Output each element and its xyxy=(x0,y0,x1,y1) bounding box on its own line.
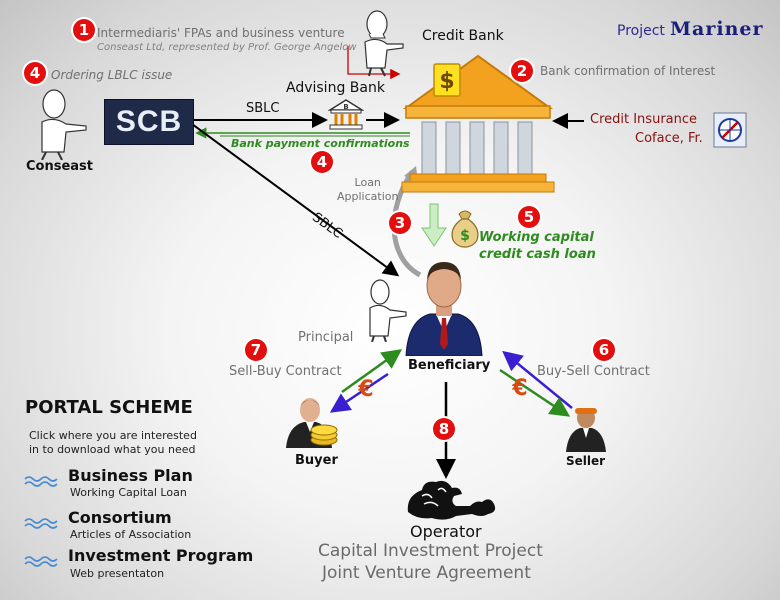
wave-link-icon xyxy=(24,518,58,529)
business-plan-title: Business Plan xyxy=(68,466,193,485)
intermediary-arrow xyxy=(347,46,401,80)
credit-insurance-line1: Credit Insurance xyxy=(590,112,698,127)
operator-project-line2: Joint Venture Agreement xyxy=(322,563,531,583)
project-name: Mariner xyxy=(670,18,764,40)
portal-intro-1: Click where you are interested xyxy=(29,429,197,442)
buyer-label: Buyer xyxy=(295,453,338,468)
consortium-link[interactable]: Consortium Articles of Association xyxy=(24,508,224,544)
consortium-sub: Articles of Association xyxy=(70,528,192,541)
step-badge-1: 1 xyxy=(73,19,95,41)
pointing-man-icon xyxy=(369,279,407,342)
step5-label-2: credit cash loan xyxy=(479,247,596,262)
working-capital-arrow xyxy=(421,203,447,247)
portal-title: PORTAL SCHEME xyxy=(25,397,193,418)
wave-link-icon xyxy=(24,556,58,567)
operator-project-line1: Capital Investment Project xyxy=(318,541,543,561)
euro-icon: € xyxy=(357,377,373,401)
money-bag-icon: $ xyxy=(451,210,479,248)
svg-text:$: $ xyxy=(439,69,454,94)
svg-text:€: € xyxy=(357,377,373,401)
step1-subtitle: Conseast Ltd, represented by Prof. Georg… xyxy=(97,42,357,53)
investment-program-link[interactable]: Investment Program Web presentaton xyxy=(24,546,264,582)
operator-label: Operator xyxy=(410,522,482,541)
step4a-label: Ordering LBLC issue xyxy=(51,68,173,82)
consortium-title: Consortium xyxy=(68,508,172,527)
portal-intro-2: in to download what you need xyxy=(29,443,196,456)
coface-logo-icon[interactable] xyxy=(713,112,747,148)
pointing-man-icon xyxy=(364,10,404,77)
business-plan-sub: Working Capital Loan xyxy=(70,486,187,499)
beneficiary-label: Beneficiary xyxy=(408,358,491,373)
pointing-man-icon xyxy=(41,89,87,160)
beneficiary-portrait[interactable] xyxy=(402,254,486,356)
svg-text:$: $ xyxy=(460,228,470,244)
seller-green-arrow xyxy=(499,368,571,417)
investment-program-sub: Web presentaton xyxy=(70,567,165,580)
lion-logo-icon[interactable] xyxy=(402,476,502,522)
credit-bank-label: Credit Bank xyxy=(422,28,504,44)
buyer-green-arrow xyxy=(341,349,403,394)
seller-label: Seller xyxy=(566,454,606,468)
coins-icon xyxy=(310,424,338,446)
project-title: Project Mariner xyxy=(617,18,763,40)
bank-building-icon[interactable]: B xyxy=(328,98,364,130)
euro-icon: € xyxy=(511,376,527,400)
step-badge-3: 3 xyxy=(389,212,411,234)
step7-label: Sell-Buy Contract xyxy=(229,364,342,379)
dollar-icon: $ xyxy=(433,63,461,97)
seller-icon[interactable] xyxy=(564,402,608,452)
step2-label: Bank confirmation of Interest xyxy=(540,64,716,78)
svg-text:€: € xyxy=(511,376,527,400)
bank-building-icon[interactable]: $ xyxy=(398,46,558,196)
project-label: Project xyxy=(617,23,665,39)
step-badge-5: 5 xyxy=(518,206,540,228)
business-plan-link[interactable]: Business Plan Working Capital Loan xyxy=(24,466,224,502)
buyer-icon[interactable] xyxy=(282,392,342,450)
scb-label: SCB xyxy=(115,105,183,138)
advising-bank-label: Advising Bank xyxy=(286,80,385,96)
investment-program-title: Investment Program xyxy=(68,546,254,565)
step-badge-6: 6 xyxy=(593,339,615,361)
step-badge-7: 7 xyxy=(245,339,267,361)
step-badge-2: 2 xyxy=(511,60,533,82)
sblc-diag-arrow xyxy=(191,123,400,277)
step4b-label: Bank payment confirmations xyxy=(231,137,410,150)
step1-title[interactable]: Intermediaris' FPAs and business venture xyxy=(97,26,345,40)
wave-link-icon xyxy=(24,476,58,487)
step-badge-4a: 4 xyxy=(24,62,46,84)
buyer-blue-arrow xyxy=(329,372,389,413)
step-badge-4b: 4 xyxy=(311,151,333,173)
step6-label: Buy-Sell Contract xyxy=(537,364,650,379)
credit-insurance-line2: Coface, Fr. xyxy=(635,131,703,146)
step5-label-1: Working capital xyxy=(479,230,594,245)
scb-logo[interactable]: SCB xyxy=(104,99,194,145)
conseast-label: Conseast xyxy=(26,159,94,174)
loan-application-label: Loan Application xyxy=(337,176,399,203)
sblc-top-label: SBLC xyxy=(246,101,280,116)
svg-text:B: B xyxy=(343,103,348,111)
principal-label: Principal xyxy=(298,330,354,345)
step-badge-8: 8 xyxy=(433,418,455,440)
